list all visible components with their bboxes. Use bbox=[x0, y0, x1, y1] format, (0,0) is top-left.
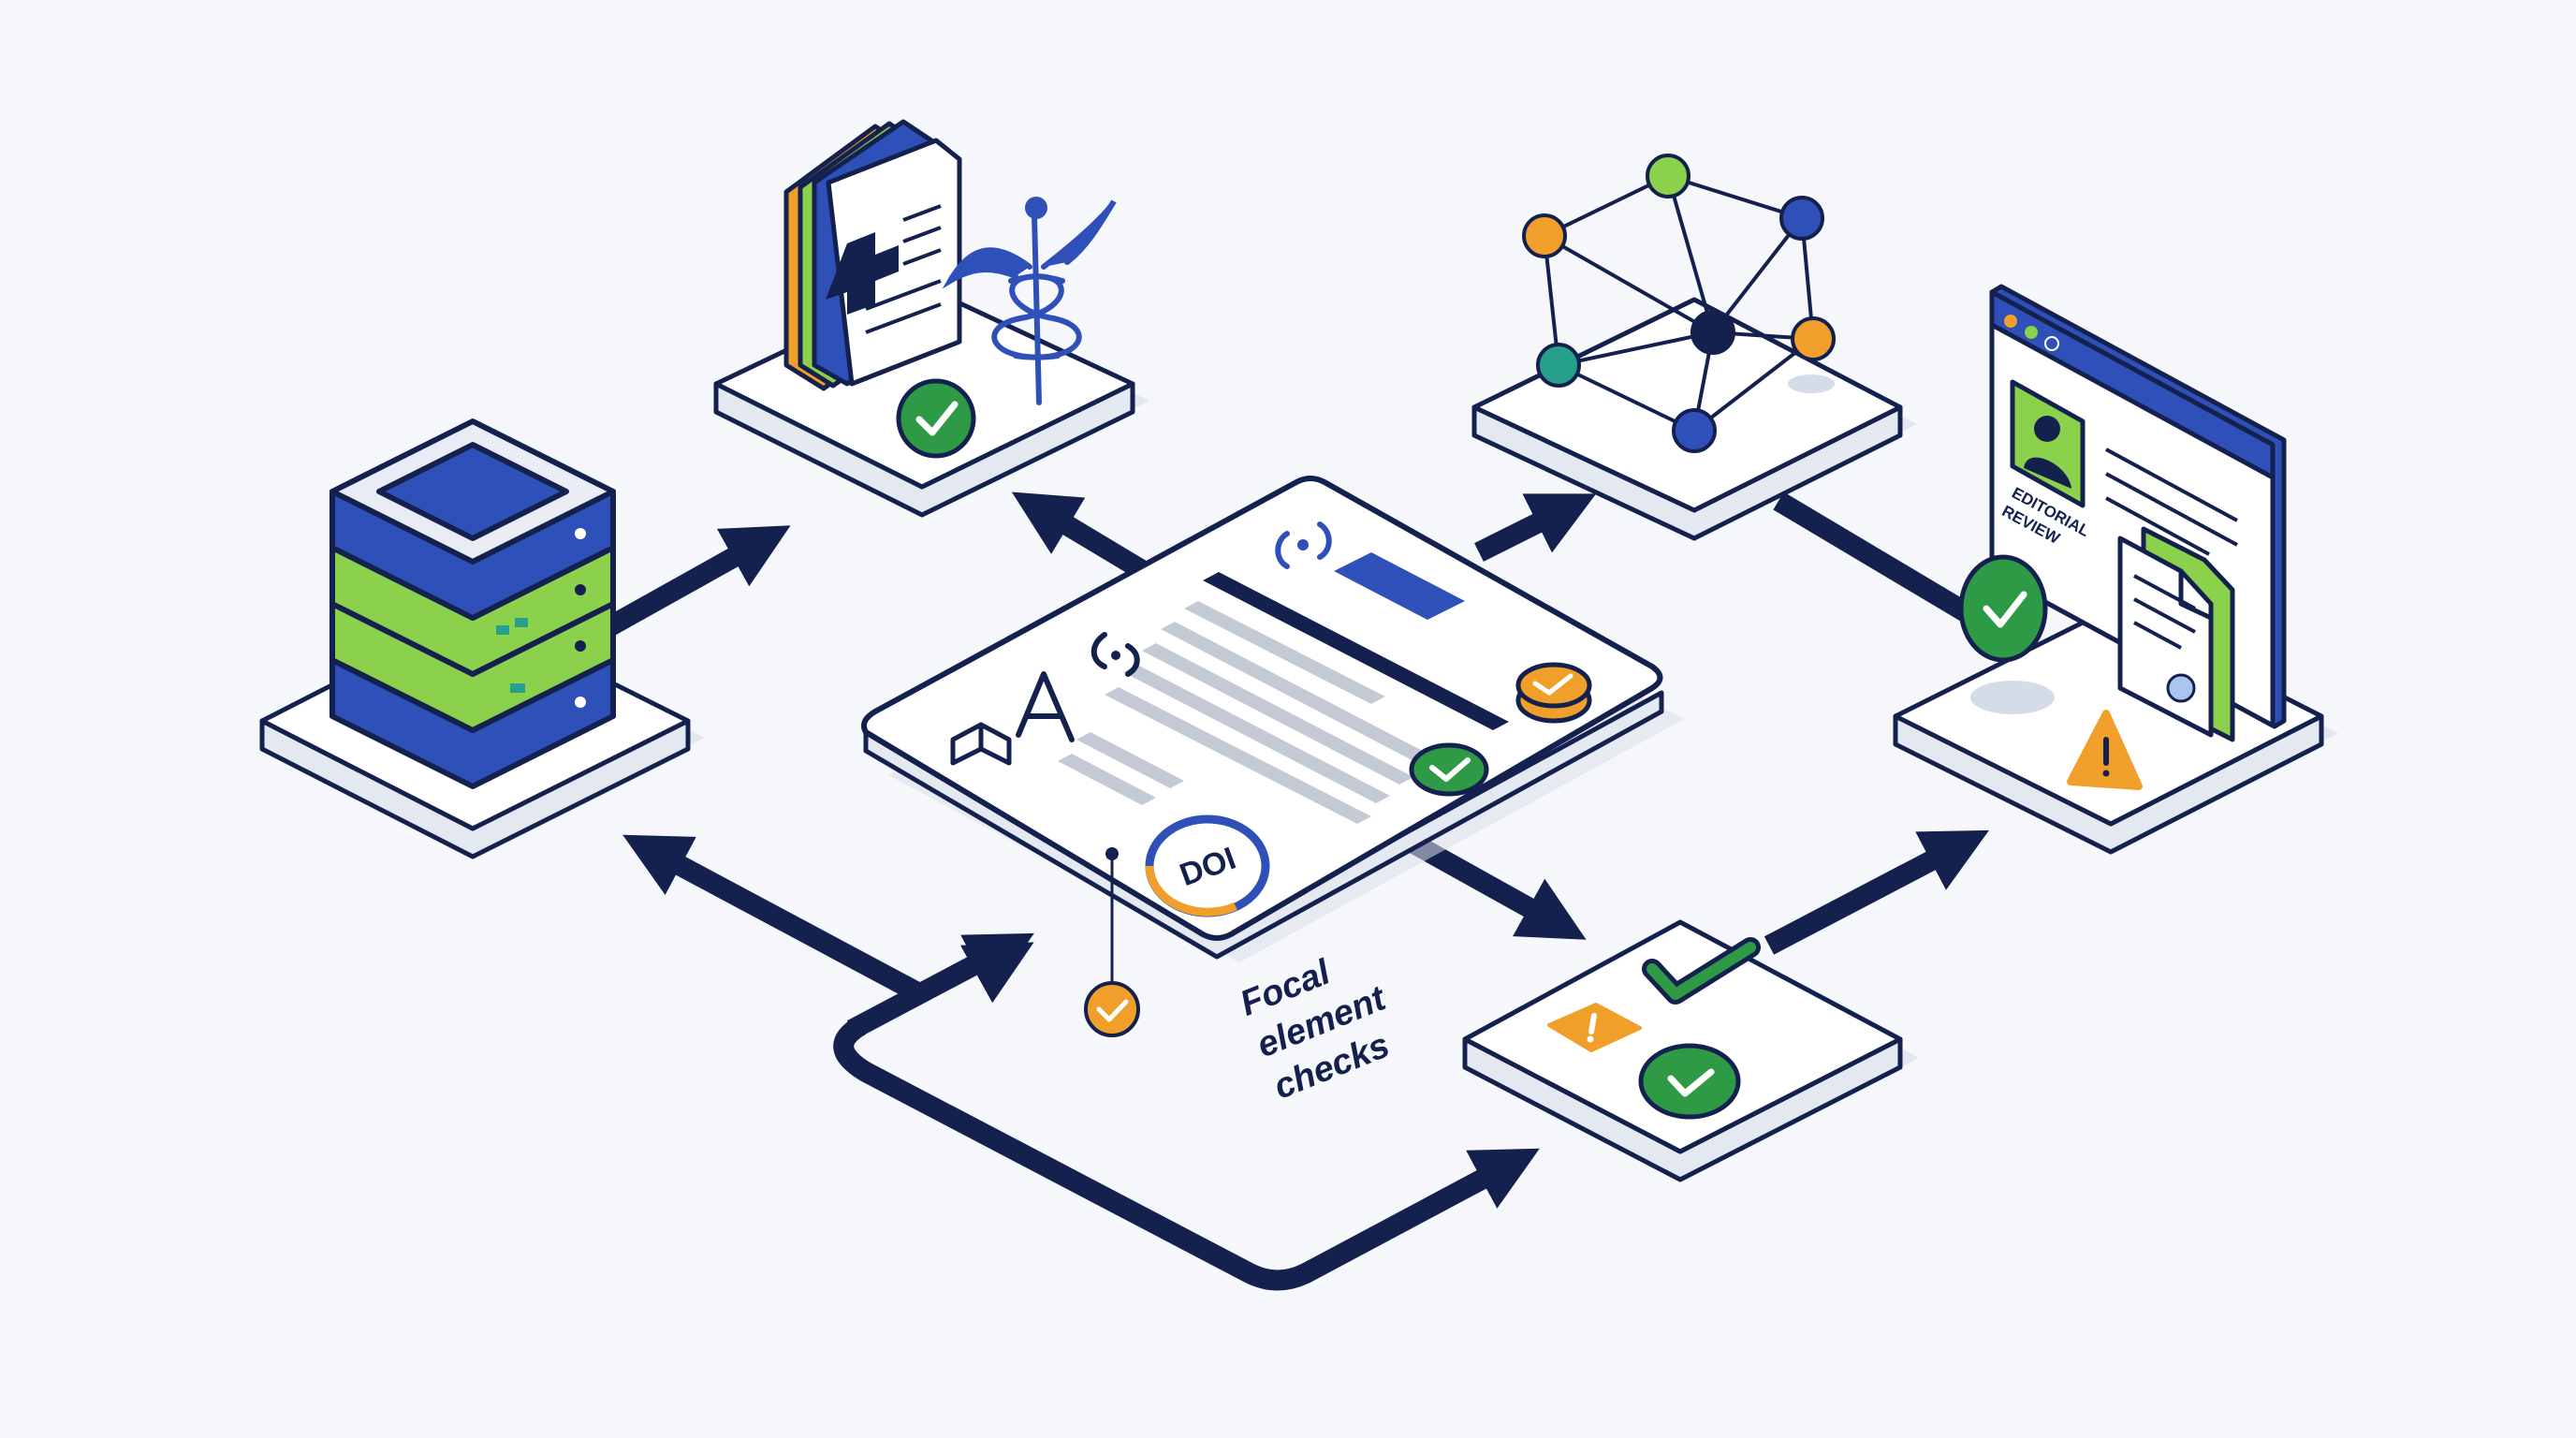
coin-stack-icon bbox=[1515, 662, 1592, 724]
warning-icon bbox=[1547, 1003, 1642, 1052]
doi-badge-icon: DOI bbox=[1145, 814, 1270, 917]
arrow-loop-branch-manuscript bbox=[846, 932, 1034, 1039]
arrow-loop-bottom bbox=[833, 1016, 1540, 1291]
manuscript-document-icon bbox=[950, 521, 1509, 824]
database-server-icon bbox=[329, 418, 616, 789]
document-stack-icon bbox=[2117, 526, 2235, 742]
arrow-manuscript-to-graph bbox=[1474, 493, 1597, 562]
line-graph-to-browser bbox=[1773, 492, 1981, 627]
caduceus-icon bbox=[942, 197, 1117, 405]
checkmark-icon bbox=[1642, 937, 1761, 1005]
checkmark-icon bbox=[896, 378, 976, 459]
arrow-database-to-records bbox=[603, 525, 791, 637]
knowledge-graph-icon bbox=[1522, 154, 1836, 453]
callout-pin bbox=[1084, 847, 1140, 1037]
medical-records-icon bbox=[783, 119, 962, 391]
checkmark-icon bbox=[1958, 554, 2048, 663]
arrow-loop-to-database bbox=[622, 834, 923, 1002]
checkmark-icon bbox=[1409, 742, 1489, 797]
arrow-checks-to-browser bbox=[1764, 829, 1989, 955]
arrow-manuscript-to-records bbox=[1011, 492, 1152, 582]
warning-icon bbox=[2067, 710, 2143, 790]
checkmark-icon bbox=[1638, 1043, 1741, 1120]
connector-arrows bbox=[603, 492, 1989, 1291]
